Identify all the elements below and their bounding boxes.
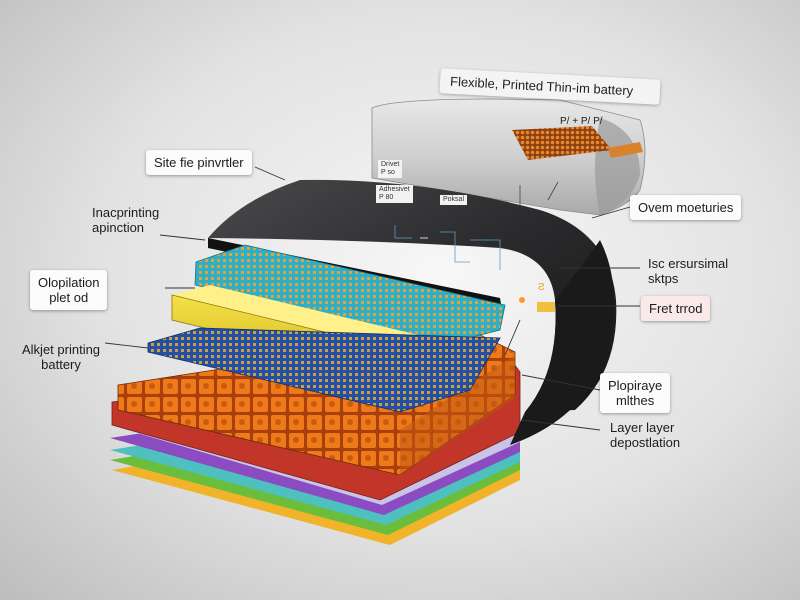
circuit-traces	[394, 225, 501, 270]
terminal-tab	[537, 302, 555, 312]
callout-isc-ersursimal: Isc ersursimal sktps	[648, 256, 729, 286]
leader-lines	[104, 166, 640, 431]
cyan-dot-layer	[194, 244, 506, 346]
inset-label-pe-marks: P/ + P/ P/	[560, 116, 603, 127]
inset-film-battery	[371, 98, 646, 216]
blue-dot-layer	[147, 327, 501, 413]
inset-label-adhesivet: Adhesivet P 80	[376, 185, 413, 203]
callout-olopilation: Olopilation plet od	[30, 270, 108, 310]
callout-ovem-moeturies: Ovem moeturies	[630, 195, 742, 220]
copper-cell-array	[512, 126, 612, 160]
callout-site-fie-pinvrtler: Site fie pinvrtler	[146, 150, 252, 175]
callout-alkjet: Alkjet printing battery	[22, 342, 101, 372]
callout-plopiraye: Plopiraye mlthes	[600, 373, 671, 413]
callout-inacprinting: Inacprinting apinction	[92, 205, 160, 235]
inset-label-drivet: Drivet P so	[378, 160, 403, 178]
callout-layer-depostlation: Layer layer depostlation	[610, 420, 681, 450]
inset-label-small-a: Ƨ	[538, 282, 545, 293]
copper-lead	[608, 142, 643, 158]
inset-label-poksal: Poksal	[440, 195, 468, 205]
callout-fret-trrod: Fret trrod	[641, 296, 711, 321]
status-led	[519, 297, 525, 303]
